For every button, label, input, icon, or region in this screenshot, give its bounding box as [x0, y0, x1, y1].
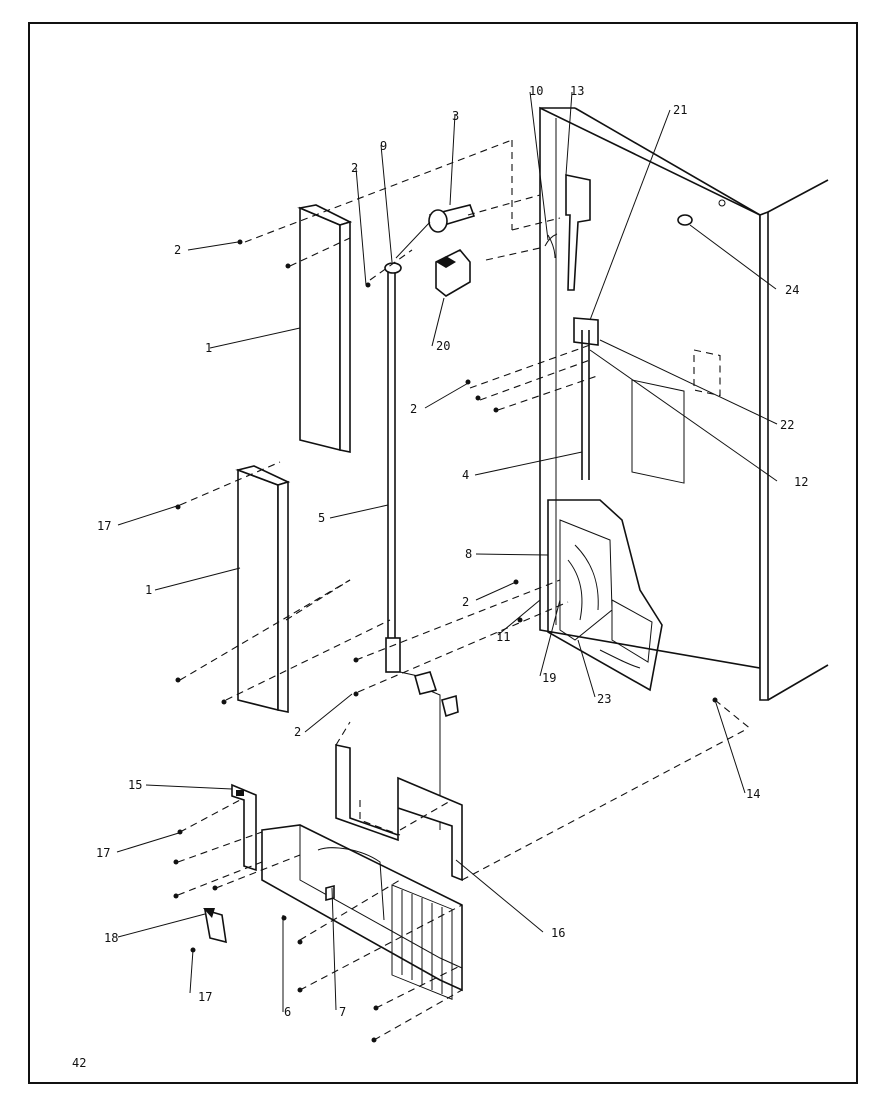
callout-17-c: 17 — [198, 990, 212, 1004]
diagram-border — [28, 22, 858, 1084]
callout-labels: 1 1 2 2 2 2 2 3 4 5 6 7 8 9 10 11 12 13 … — [96, 84, 808, 1019]
callout-18: 18 — [104, 931, 118, 945]
part-20 — [435, 249, 471, 297]
callout-5: 5 — [318, 511, 325, 525]
callout-1-upper: 1 — [205, 341, 212, 355]
bracket-15 — [231, 783, 257, 872]
leader-lines — [116, 91, 778, 1012]
callout-15: 15 — [128, 778, 142, 792]
callout-11: 11 — [496, 630, 510, 644]
page-number: 42 — [72, 1056, 87, 1070]
callout-19: 19 — [542, 671, 556, 685]
wire-harness — [399, 671, 459, 830]
callout-3: 3 — [452, 109, 459, 123]
side-panel-lower — [235, 465, 291, 713]
callout-17-b: 17 — [96, 846, 110, 860]
callout-2-a: 2 — [174, 243, 181, 257]
callout-7: 7 — [339, 1005, 346, 1019]
callout-2-c: 2 — [410, 402, 417, 416]
callout-9: 9 — [380, 139, 387, 153]
callout-2-b: 2 — [351, 161, 358, 175]
callout-20: 20 — [436, 339, 450, 353]
callout-22: 22 — [780, 418, 794, 432]
callout-4: 4 — [462, 468, 469, 482]
grille-slats — [391, 884, 453, 1000]
callout-13: 13 — [570, 84, 584, 98]
assembly-lines — [177, 139, 753, 1041]
callout-16: 16 — [551, 926, 565, 940]
callout-24: 24 — [785, 283, 799, 297]
callout-12: 12 — [794, 475, 808, 489]
side-panel-upper — [297, 204, 353, 453]
callout-10: 10 — [529, 84, 543, 98]
callout-23: 23 — [597, 692, 611, 706]
part-3 — [395, 204, 476, 259]
callout-14: 14 — [746, 787, 760, 801]
center-rod — [384, 262, 402, 673]
grille-panel — [261, 824, 463, 1000]
callout-6: 6 — [284, 1005, 291, 1019]
callout-17-a: 17 — [97, 519, 111, 533]
callout-21: 21 — [673, 103, 687, 117]
callout-1-lower: 1 — [145, 583, 152, 597]
callout-2-e: 2 — [294, 725, 301, 739]
screws — [173, 239, 718, 1043]
callout-8: 8 — [465, 547, 472, 561]
cabinet-back — [539, 106, 829, 701]
part-18 — [203, 908, 227, 944]
callout-2-d: 2 — [462, 595, 469, 609]
